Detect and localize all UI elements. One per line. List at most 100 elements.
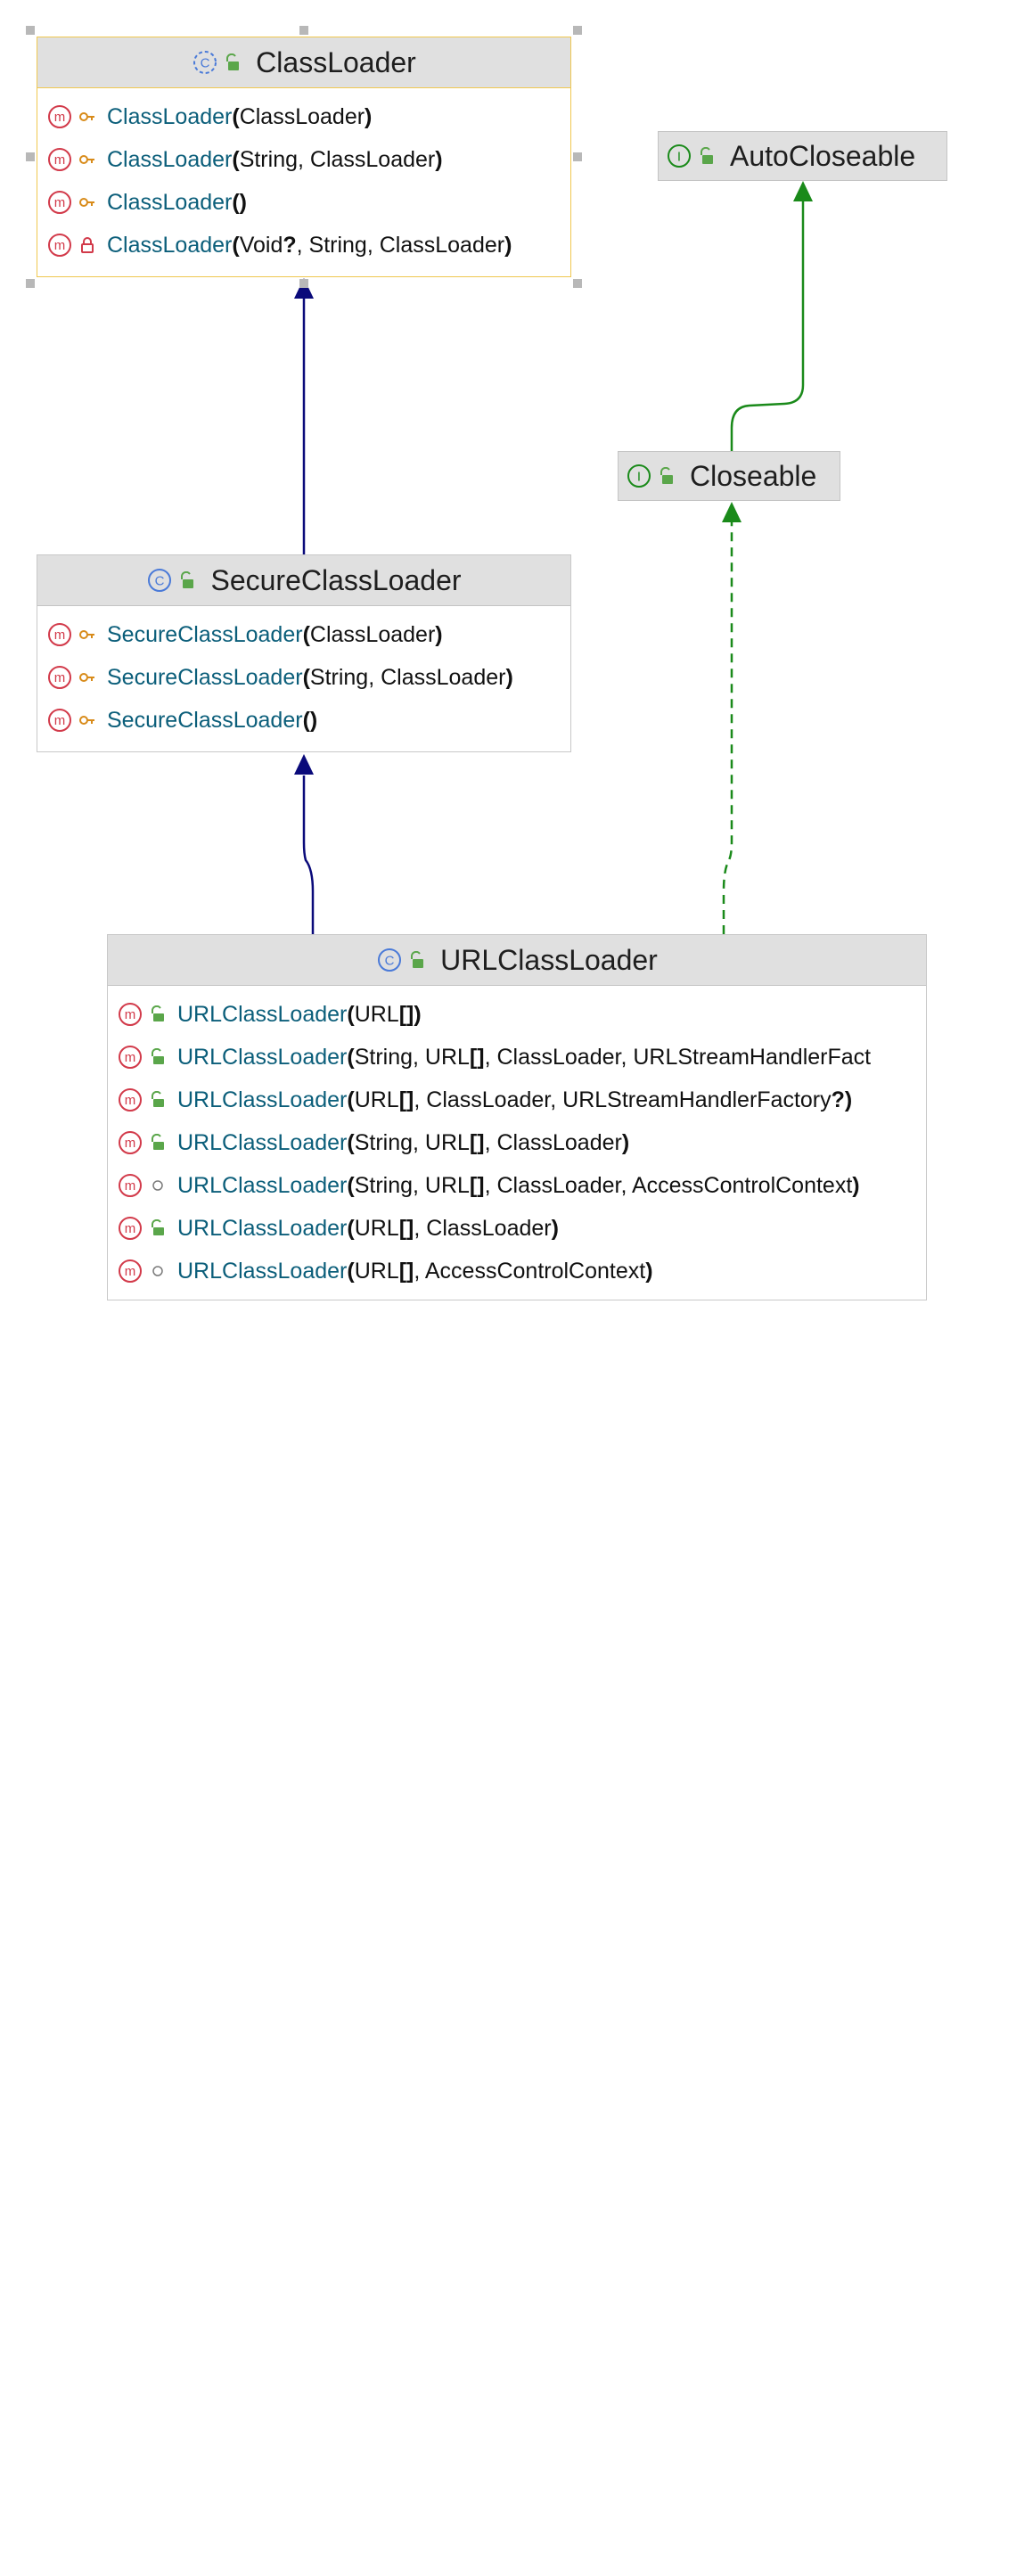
member-param-segment: ): [645, 1258, 653, 1284]
member-params: (URL[]): [347, 1002, 421, 1027]
member-name: ClassLoader: [107, 232, 233, 258]
member-param-segment: String, ClassLoader: [239, 146, 436, 172]
member-row[interactable]: m ClassLoader(ClassLoader): [37, 95, 570, 138]
member-signature: ClassLoader(Void?, String, ClassLoader): [107, 233, 512, 258]
member-name: ClassLoader: [107, 189, 233, 215]
edge-urlclassloader-implements-closeable-arrowhead: [722, 502, 742, 522]
svg-text:I: I: [677, 150, 681, 165]
selection-handle-top-right[interactable]: [573, 26, 582, 35]
member-param-segment: ?: [283, 232, 297, 258]
selection-handle-middle-right[interactable]: [573, 152, 582, 161]
member-name: URLClassLoader: [177, 1258, 348, 1284]
member-param-segment: (): [302, 707, 318, 733]
selection-handle-bottom-middle[interactable]: [299, 279, 308, 288]
member-row[interactable]: m ClassLoader(Void?, String, ClassLoader): [37, 224, 570, 267]
member-param-segment: []: [398, 1215, 414, 1241]
member-name: URLClassLoader: [177, 1087, 348, 1112]
member-name: URLClassLoader: [177, 1044, 348, 1070]
member-param-segment: Void: [239, 232, 283, 258]
public-lock-icon: [411, 951, 424, 968]
member-signature: ClassLoader(ClassLoader): [107, 104, 372, 130]
member-param-segment: , String, ClassLoader: [296, 232, 505, 258]
member-name: SecureClassLoader: [107, 707, 303, 733]
member-param-segment: ): [621, 1129, 630, 1155]
member-signature: ClassLoader(String, ClassLoader): [107, 147, 443, 173]
node-autocloseable-title: AutoCloseable: [730, 139, 916, 172]
svg-text:m: m: [125, 1007, 136, 1022]
svg-text:m: m: [125, 1178, 136, 1194]
public-lock-icon: [226, 53, 240, 70]
member-param-segment: ?): [831, 1087, 853, 1112]
selection-handle-bottom-right[interactable]: [573, 279, 582, 288]
member-row[interactable]: m URLClassLoader(URL[]): [108, 993, 926, 1036]
node-secureclassloader-header: C SecureClassLoader: [37, 555, 570, 606]
member-param-segment: []: [398, 1087, 414, 1112]
method-icon: m: [48, 709, 71, 732]
node-autocloseable[interactable]: I AutoCloseable: [658, 131, 947, 181]
class-icon: C: [148, 569, 172, 592]
member-param-segment: , ClassLoader: [484, 1129, 622, 1155]
member-param-segment: URL: [354, 1087, 399, 1112]
svg-text:C: C: [155, 574, 165, 589]
member-param-segment: (: [347, 1129, 355, 1155]
member-param-segment: String, URL: [354, 1172, 470, 1198]
edge-urlclassloader-extends-secureclassloader[interactable]: [302, 775, 315, 934]
svg-text:I: I: [637, 470, 641, 485]
protected-key-icon: [79, 716, 94, 725]
edge-urlclassloader-implements-closeable[interactable]: [722, 521, 733, 934]
svg-text:m: m: [54, 195, 66, 210]
member-row[interactable]: m SecureClassLoader(): [37, 699, 570, 742]
protected-key-icon: [79, 630, 94, 639]
member-param-segment: , ClassLoader, URLStreamHandlerFact: [484, 1044, 872, 1070]
method-icon: m: [119, 1003, 142, 1026]
edge-closeable-extends-autocloseable[interactable]: [730, 201, 805, 451]
member-params: (String, URL[], ClassLoader): [347, 1130, 629, 1155]
member-params: (URL[], AccessControlContext): [347, 1259, 652, 1284]
svg-text:m: m: [125, 1093, 136, 1108]
member-param-segment: (: [347, 1044, 355, 1070]
member-param-segment: String, URL: [354, 1129, 470, 1155]
member-param-segment: ): [435, 146, 443, 172]
node-secureclassloader-title: SecureClassLoader: [210, 563, 462, 596]
protected-key-icon: [79, 198, 94, 207]
member-param-segment: URL: [354, 1215, 399, 1241]
member-name: SecureClassLoader: [107, 621, 303, 647]
member-signature: URLClassLoader(URL[]): [177, 1002, 422, 1028]
selection-handle-middle-left[interactable]: [26, 152, 35, 161]
selection-handle-bottom-left[interactable]: [26, 279, 35, 288]
selection-handle-top-left[interactable]: [26, 26, 35, 35]
member-name: ClassLoader: [107, 103, 233, 129]
protected-key-icon: [79, 155, 94, 164]
svg-text:m: m: [54, 238, 66, 253]
svg-text:m: m: [54, 110, 66, 125]
svg-text:m: m: [125, 1136, 136, 1151]
node-closeable[interactable]: I Closeable: [618, 451, 840, 501]
protected-key-icon: [79, 112, 94, 121]
member-param-segment: ): [551, 1215, 559, 1241]
member-param-segment: (: [232, 103, 240, 129]
member-params: (String, URL[], ClassLoader, AccessContr…: [347, 1173, 859, 1198]
method-icon: m: [48, 105, 71, 128]
public-lock-icon: [152, 1005, 164, 1021]
member-param-segment: URL: [354, 1001, 399, 1027]
method-icon: m: [48, 191, 71, 214]
member-param-segment: String, URL: [354, 1044, 470, 1070]
member-param-segment: []: [469, 1129, 485, 1155]
svg-text:m: m: [54, 628, 66, 643]
selection-handle-top-middle[interactable]: [299, 26, 308, 35]
